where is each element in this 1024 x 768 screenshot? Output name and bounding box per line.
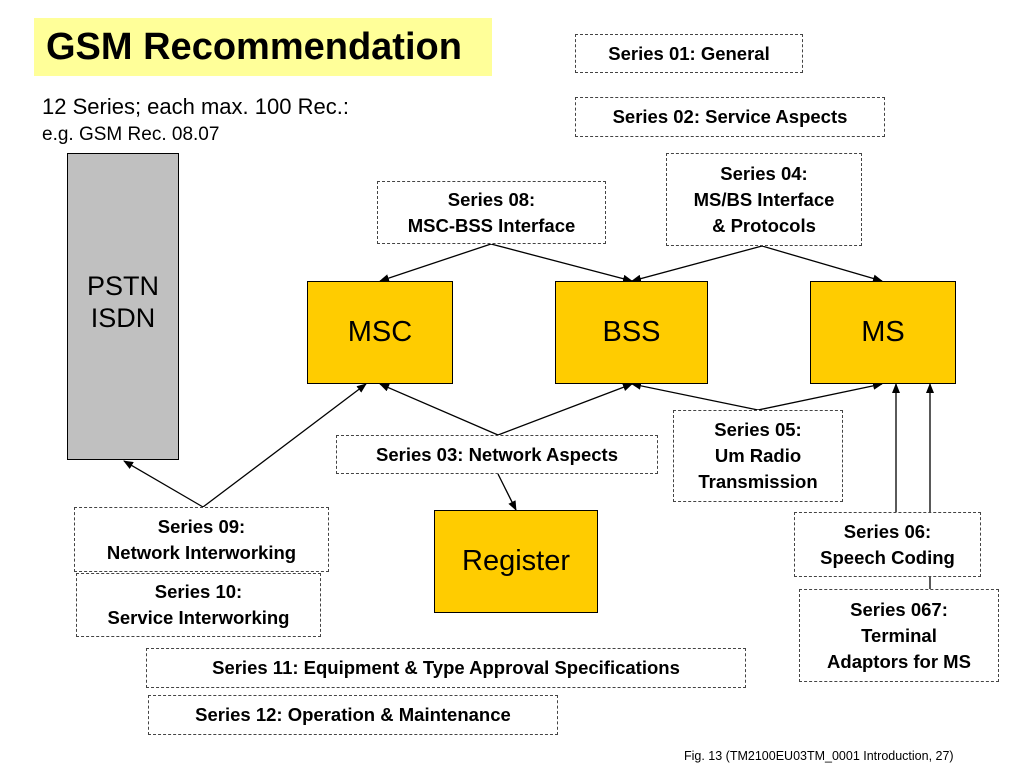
register-node: Register — [434, 510, 598, 613]
series-03-label: Series 03: Network Aspects — [376, 443, 618, 465]
arrow-s04-to-ms — [761, 245, 883, 283]
series-067-line2: Terminal — [861, 624, 937, 646]
arrow-s08-to-bss — [490, 243, 633, 283]
series-12-label: Series 12: Operation & Maintenance — [195, 704, 511, 725]
series-01-box: Series 01: General — [575, 34, 803, 73]
arrow-s09-to-pstn — [123, 460, 204, 508]
series-05-label: Series 05: — [714, 419, 802, 440]
arrow-s05-to-ms — [757, 381, 883, 411]
series-08-line2: MSC-BSS Interface — [407, 214, 576, 236]
msc-label: MSC — [347, 316, 413, 348]
series-02-label: Series 02: Service Aspects — [612, 106, 848, 127]
series-01-label: Series 01: General — [608, 42, 770, 64]
series-067-line3: Adaptors for MS — [827, 650, 971, 672]
bss-label: BSS — [602, 316, 661, 348]
register-label: Register — [462, 545, 570, 577]
isdn-label: ISDN — [90, 303, 156, 333]
series-11-box: Series 11: Equipment & Type Approval Spe… — [146, 648, 746, 688]
series-08-label: Series 08: — [447, 188, 536, 210]
series-06-line2: Speech Coding — [820, 546, 955, 568]
page-title: GSM Recommendation — [46, 26, 462, 68]
series-067-label: Series 067: — [850, 598, 948, 620]
arrow-s08-to-msc — [379, 243, 492, 282]
series-10-label: Series 10: — [154, 581, 243, 602]
arrow-s03-to-bss — [497, 383, 633, 436]
series-06-label: Series 06: — [843, 520, 932, 542]
series-02-box: Series 02: Service Aspects — [575, 97, 885, 137]
series-09-line2: Network Interworking — [106, 541, 297, 563]
arrow-s03-to-msc — [379, 383, 499, 436]
series-04-label: Series 04: — [720, 162, 808, 184]
series-05-box: Series 05: Um Radio Transmission — [673, 410, 843, 502]
series-08-box: Series 08: MSC-BSS Interface — [377, 181, 606, 244]
series-03-box: Series 03: Network Aspects — [336, 435, 658, 474]
ms-node: MS — [810, 281, 956, 384]
arrow-s04-to-bss — [631, 245, 763, 283]
series-11-label: Series 11: Equipment & Type Approval Spe… — [212, 657, 680, 678]
series-05-line3: Transmission — [698, 471, 818, 492]
arrow-s05-to-bss — [631, 381, 759, 411]
series-09-box: Series 09: Network Interworking — [74, 507, 329, 572]
series-09-label: Series 09: — [157, 515, 246, 537]
series-04-box: Series 04: MS/BS Interface & Protocols — [666, 153, 862, 246]
series-04-line3: & Protocols — [712, 214, 816, 236]
msc-node: MSC — [307, 281, 453, 384]
figure-caption: Fig. 13 (TM2100EU03TM_0001 Introduction,… — [684, 749, 954, 763]
series-04-line2: MS/BS Interface — [693, 188, 835, 210]
ms-label: MS — [861, 316, 905, 348]
series-12-box: Series 12: Operation & Maintenance — [148, 695, 558, 735]
pstn-isdn-block: PSTN ISDN — [67, 153, 179, 460]
series-06-box: Series 06: Speech Coding — [794, 512, 981, 577]
series-05-line2: Um Radio — [714, 445, 802, 466]
arrow-s03-to-register — [497, 473, 517, 511]
subtitle-line2: e.g. GSM Rec. 08.07 — [42, 124, 220, 145]
series-067-box: Series 067: Terminal Adaptors for MS — [799, 589, 999, 682]
subtitle-line1: 12 Series; each max. 100 Rec.: — [42, 94, 349, 119]
series-10-box: Series 10: Service Interworking — [76, 573, 321, 637]
bss-node: BSS — [555, 281, 708, 384]
arrow-s09-to-msc — [202, 383, 367, 508]
title-banner: GSM Recommendation — [34, 18, 492, 76]
series-10-line2: Service Interworking — [107, 607, 290, 628]
pstn-label: PSTN — [86, 271, 159, 301]
